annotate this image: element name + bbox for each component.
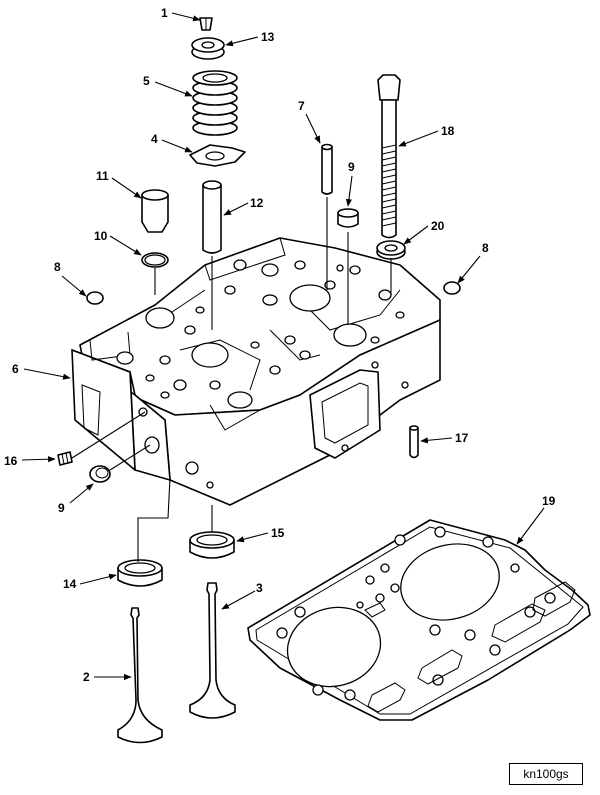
callout-3: 3 [256, 581, 263, 595]
pipe-plug [57, 451, 73, 466]
o-ring-inner [144, 254, 166, 266]
callout-16: 16 [4, 454, 18, 468]
spring-seat [189, 144, 246, 167]
callout-9-top: 9 [348, 160, 355, 174]
dowel-pin [321, 143, 333, 195]
plug-right [443, 281, 461, 295]
intake-valve [189, 582, 236, 719]
locating-pin [409, 425, 419, 459]
valve-spring [192, 70, 238, 136]
callout-2: 2 [83, 670, 90, 684]
head-gasket [247, 519, 591, 721]
valve-rotator [191, 37, 225, 60]
callout-1: 1 [161, 6, 168, 20]
callout-11: 11 [96, 169, 109, 183]
callout-12: 12 [250, 196, 264, 210]
cup-plug-front [89, 465, 111, 483]
callout-13: 13 [261, 30, 275, 44]
callout-20: 20 [431, 219, 445, 233]
callout-7: 7 [298, 99, 305, 113]
callout-4: 4 [151, 132, 158, 146]
head-bolt [377, 74, 401, 239]
exhaust-valve [117, 607, 163, 744]
callout-18: 18 [441, 124, 455, 138]
callout-10: 10 [94, 229, 108, 243]
bolt-washer [376, 240, 406, 260]
plug-left [86, 291, 104, 305]
callout-8-right: 8 [482, 241, 489, 255]
valve-collet [199, 17, 213, 31]
callout-17: 17 [455, 431, 469, 445]
cup-plug-top [337, 208, 359, 228]
callout-14: 14 [63, 577, 77, 591]
callout-15: 15 [271, 526, 285, 540]
injector-sleeve [141, 189, 169, 233]
callout-8-left: 8 [54, 260, 61, 274]
reference-code-label: kn100gs [509, 763, 583, 785]
leader-lines [21, 12, 545, 681]
callout-6: 6 [12, 362, 19, 376]
callout-9-front: 9 [58, 501, 65, 515]
callout-19: 19 [542, 494, 556, 508]
valve-seat-insert-exhaust [117, 559, 163, 587]
callout-5: 5 [143, 74, 150, 88]
cylinder-head [71, 237, 441, 506]
valve-guide [202, 180, 222, 254]
valve-seat-insert-intake [189, 531, 235, 559]
callout-labels: 1 13 5 4 11 12 10 7 9 18 20 8 8 6 16 9 1… [4, 6, 556, 684]
